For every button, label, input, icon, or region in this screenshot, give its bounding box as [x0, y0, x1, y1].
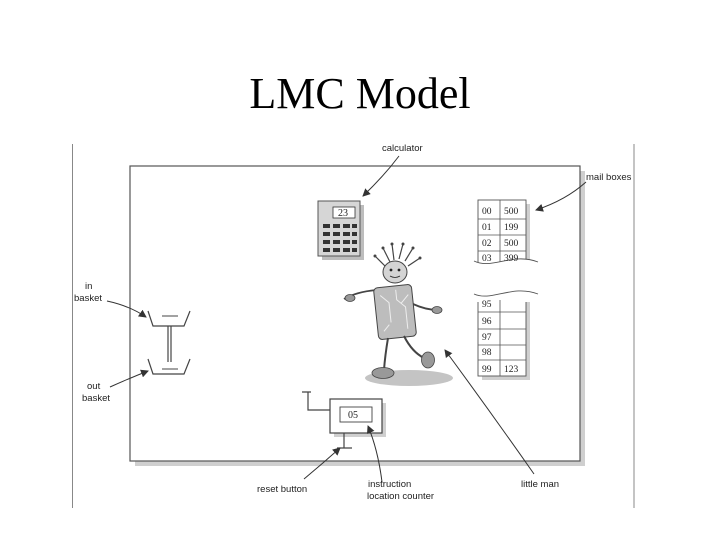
- little-man-right-foot: [421, 351, 435, 369]
- reset-button-label: reset button: [257, 484, 307, 495]
- mailbox-addr: 02: [482, 239, 492, 249]
- baskets: [147, 310, 191, 375]
- mailbox-addr: 97: [482, 333, 492, 343]
- mailboxes-arrow: [535, 181, 587, 212]
- little-man-body: [373, 284, 417, 340]
- in-basket-arrow: [106, 300, 147, 318]
- lmc-diagram: 23 00 500 01 199 02 500 03 399: [72, 144, 635, 508]
- calculator-keys: [323, 224, 357, 252]
- mailboxes-bottom: [477, 293, 527, 377]
- out-basket-label: basket: [82, 393, 110, 404]
- in-basket-label: basket: [74, 293, 102, 304]
- mailboxes-break-top: [474, 258, 538, 272]
- little-man-hair: [374, 243, 421, 267]
- mailbox-addr: 99: [482, 365, 492, 375]
- little-man-left-foot: [371, 367, 395, 379]
- calculator-label: calculator: [382, 144, 423, 154]
- callout-arrows: [106, 155, 587, 483]
- little-man-head: [382, 260, 408, 284]
- little-man-arrow: [444, 349, 535, 475]
- in-basket-label: in: [85, 281, 92, 292]
- mailbox-value: 399: [504, 254, 519, 264]
- out-basket: [147, 358, 191, 375]
- calculator: 23: [317, 200, 364, 260]
- mailbox-addr: 96: [482, 317, 492, 327]
- reset-button-arrow: [303, 447, 341, 480]
- mailbox-addr: 00: [482, 207, 492, 217]
- little-man-circuit: [379, 289, 409, 332]
- counter-display: [339, 406, 373, 423]
- mailbox-addr: 01: [482, 223, 492, 233]
- mailboxes-label: mail boxes: [586, 172, 632, 183]
- instruction-counter: 05: [302, 391, 386, 449]
- out-basket-label: out: [87, 381, 101, 392]
- slide-title: LMC Model: [249, 69, 471, 118]
- mailbox-addr: 98: [482, 348, 492, 358]
- counter-value: 05: [348, 410, 358, 421]
- mailbox-value: 123: [504, 365, 519, 375]
- mailbox-addr: 03: [482, 254, 492, 264]
- out-basket-arrow: [109, 369, 149, 388]
- mailbox-value: 199: [504, 223, 519, 233]
- little-man-hair-tips: [373, 242, 422, 260]
- counter-label: instruction: [368, 479, 411, 490]
- calculator-arrow: [362, 155, 400, 197]
- mailbox-value: 500: [504, 239, 519, 249]
- little-man: [343, 242, 453, 386]
- counter-label: location counter: [367, 491, 434, 502]
- mailboxes-top: [477, 199, 527, 265]
- little-man-label: little man: [521, 479, 559, 490]
- counter-arrow: [366, 425, 383, 483]
- mailbox-addr: 95: [482, 300, 492, 310]
- mailboxes: 00 500 01 199 02 500 03 399 95 96 97 98 …: [473, 199, 539, 380]
- reset-button: [302, 391, 330, 411]
- calculator-display: [332, 206, 356, 219]
- calculator-display-value: 23: [338, 208, 348, 219]
- mailbox-value: 500: [504, 207, 519, 217]
